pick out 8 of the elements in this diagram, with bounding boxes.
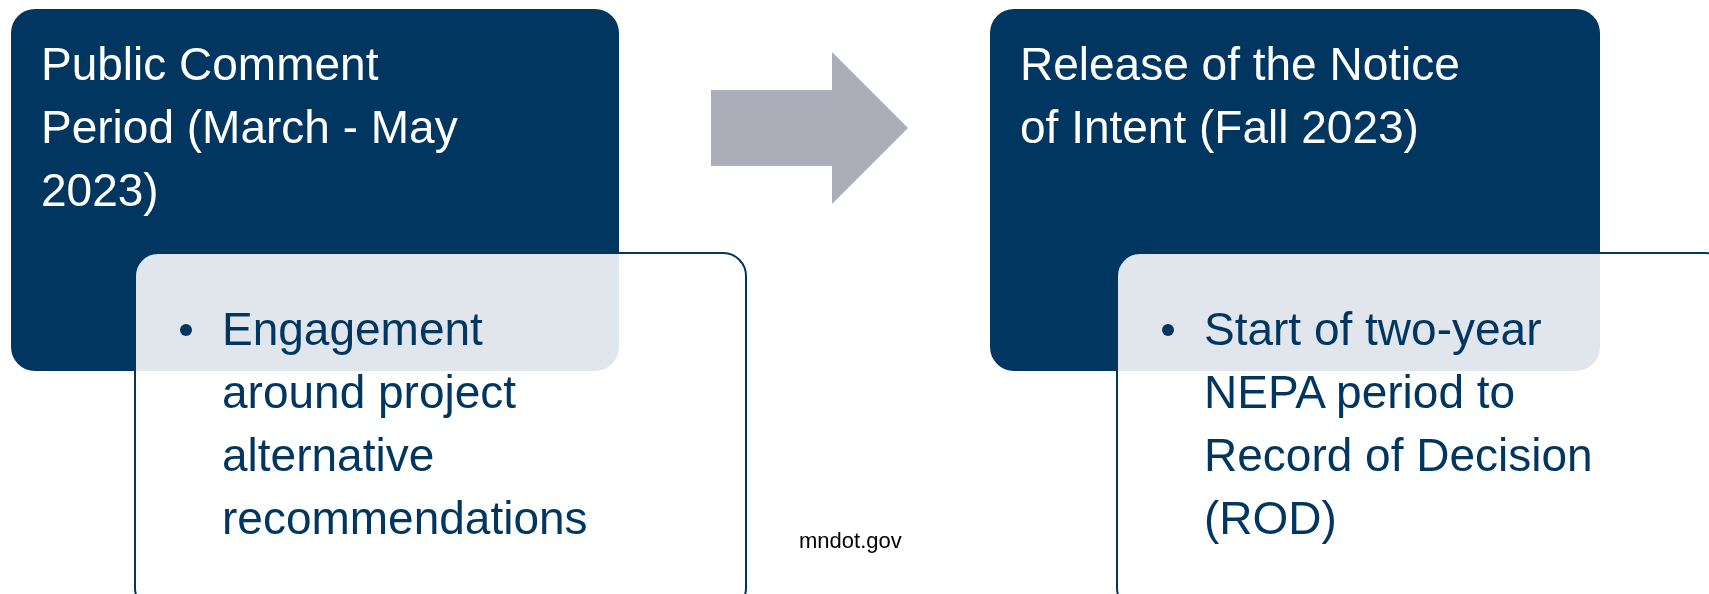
stage-title: Public Comment Period (March - May 2023) — [41, 38, 458, 216]
detail-box — [134, 252, 747, 594]
footer-note: mndot.gov — [799, 528, 902, 554]
stage-title: Release of the Notice of Intent (Fall 2023) — [1020, 38, 1460, 153]
bullet-text: Start of two-year NEPA period to Record of Decision (ROD) — [1204, 302, 1594, 546]
bullet-text: Engagement around project alternative recommendations — [222, 302, 589, 546]
block-arrow — [711, 52, 908, 204]
detail-box — [1116, 252, 1709, 594]
